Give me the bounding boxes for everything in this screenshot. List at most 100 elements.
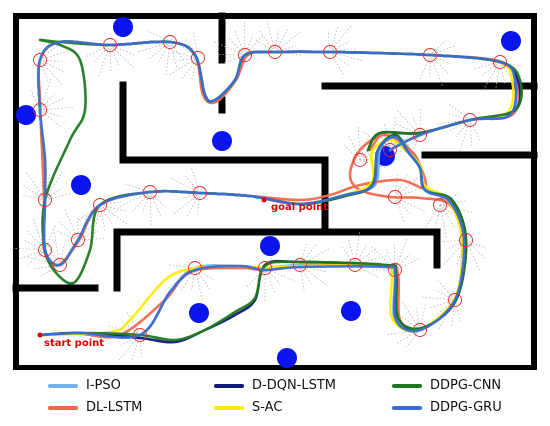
sensor-ray — [192, 30, 199, 59]
waypoint-circle — [38, 243, 52, 257]
sensor-ray — [216, 54, 246, 56]
obstacle — [16, 105, 36, 125]
waypoint-circle — [258, 261, 272, 275]
sensor-ray — [394, 196, 426, 213]
sensor-ray — [455, 119, 471, 138]
waypoint-circle — [103, 38, 117, 52]
sensor-ray — [274, 30, 303, 53]
waypoint-circle — [163, 35, 177, 49]
obstacle — [212, 131, 232, 151]
sensor-ray — [194, 267, 212, 292]
sensor-ray — [44, 186, 64, 201]
sensor-ray — [173, 192, 201, 215]
sensor-ray — [21, 183, 46, 201]
waypoint-circle — [323, 45, 337, 59]
sensor-ray — [398, 134, 421, 154]
sensor-ray — [439, 204, 456, 229]
waypoint-circle — [388, 263, 402, 277]
waypoint-circle — [188, 261, 202, 275]
sensor-ray — [436, 278, 456, 301]
wall — [113, 228, 441, 269]
goal-point-label: goal point — [271, 202, 328, 213]
sensor-ray — [264, 267, 276, 295]
sensor-ray — [44, 241, 61, 266]
sensor-ray — [119, 191, 151, 208]
sensor-ray — [39, 59, 48, 81]
sensor-ray — [389, 116, 397, 151]
sensor-ray — [329, 51, 345, 77]
sensor-ray — [59, 243, 65, 266]
sensor-ray — [429, 54, 444, 87]
sensor-ray — [354, 245, 367, 266]
sensor-ray — [229, 39, 246, 56]
sensor-ray — [394, 174, 422, 198]
sensor-ray — [264, 267, 297, 283]
waypoint-circle — [448, 293, 462, 307]
sensor-ray — [465, 239, 481, 272]
waypoint-circle — [71, 233, 85, 247]
sensor-ray — [167, 267, 196, 289]
sensor-ray — [185, 176, 201, 194]
sensor-ray — [149, 191, 152, 227]
sensor-ray — [39, 106, 74, 111]
waypoint-circle — [493, 55, 507, 69]
sensor-ray — [459, 119, 471, 153]
sensor-ray — [482, 61, 501, 92]
sensor-ray — [190, 166, 201, 194]
legend-label: D-DQN-LSTM — [252, 378, 337, 393]
sensor-ray — [93, 204, 101, 239]
sensor-ray — [394, 189, 417, 198]
legend-label: DDPG-GRU — [430, 400, 502, 415]
sensor-ray — [394, 238, 408, 271]
waypoint-circle — [459, 233, 473, 247]
sensor-ray — [354, 231, 361, 266]
legend-item-i-pso: I-PSO — [48, 378, 121, 393]
sensor-ray — [10, 247, 46, 251]
obstacle — [71, 175, 91, 195]
sensor-ray — [465, 239, 487, 260]
waypoint-circle — [413, 323, 427, 337]
sensor-ray — [39, 109, 63, 128]
legend-swatch — [48, 405, 78, 410]
legend-label: I-PSO — [86, 378, 121, 393]
sensor-ray — [57, 219, 79, 241]
sensor-ray — [117, 334, 141, 362]
legend-item-dl-lstm: DL-LSTM — [48, 400, 142, 415]
sensor-ray — [169, 41, 178, 70]
sensor-ray — [98, 44, 111, 78]
sensor-ray — [194, 267, 203, 302]
sensor-ray — [170, 37, 199, 59]
sensor-ray — [125, 310, 141, 336]
sensor-ray — [435, 289, 456, 301]
legend-swatch — [392, 405, 422, 410]
map-border — [13, 13, 537, 370]
sensor-ray — [165, 41, 171, 76]
sensor-ray — [176, 57, 199, 62]
waypoint-circle — [33, 53, 47, 67]
sensor-ray — [109, 44, 120, 66]
sensor-ray — [25, 229, 46, 251]
sensor-ray — [329, 51, 348, 66]
sensor-ray — [447, 102, 471, 121]
sensor-ray — [26, 256, 61, 266]
waypoint-circle — [413, 128, 427, 142]
sensor-ray — [95, 44, 111, 62]
sensor-ray — [109, 44, 112, 74]
sensor-ray — [109, 44, 135, 69]
waypoint-circle — [293, 258, 307, 272]
sensor-ray — [419, 54, 431, 82]
waypoint-circle — [423, 48, 437, 62]
sensor-ray — [149, 191, 162, 218]
sensor-ray — [359, 138, 379, 161]
sensor-ray — [415, 308, 421, 331]
sensor-ray — [347, 237, 356, 266]
sensor-ray — [329, 25, 339, 53]
sensor-ray — [137, 41, 171, 53]
sensor-ray — [147, 41, 171, 60]
sensor-ray — [99, 204, 113, 224]
sensor-ray — [224, 54, 246, 64]
waypoint-circle — [433, 198, 447, 212]
sensor-ray — [32, 218, 46, 251]
sensor-ray — [39, 41, 62, 61]
sensor-ray — [99, 204, 106, 233]
